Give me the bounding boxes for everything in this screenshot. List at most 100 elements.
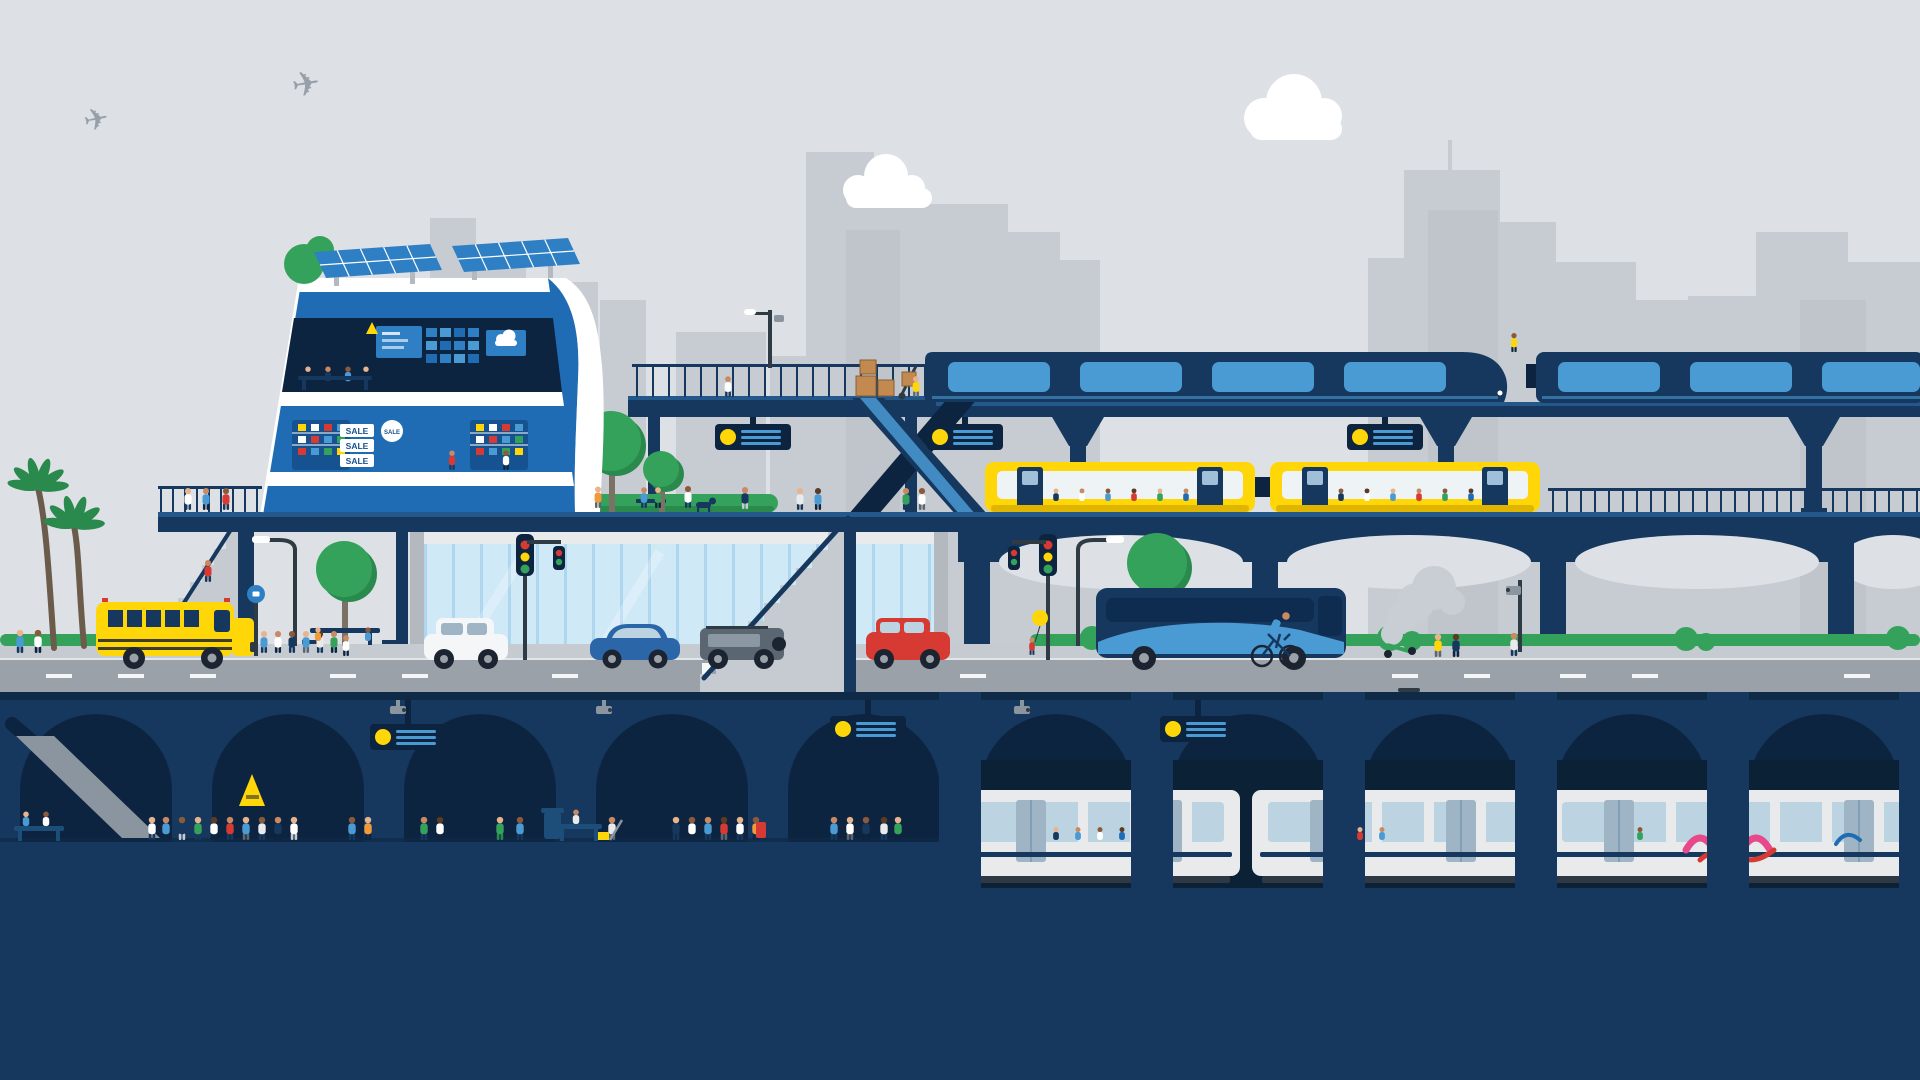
street-lamp	[1076, 536, 1124, 646]
line-indicator-icon	[835, 721, 851, 737]
seated-person-figure	[22, 811, 30, 826]
picnic-people	[314, 627, 372, 656]
subway-car	[1252, 790, 1534, 883]
person-figure	[258, 816, 266, 840]
person-figure	[640, 487, 648, 508]
seated-person-figure	[1357, 827, 1363, 840]
person-figure	[448, 450, 456, 470]
roof-worker	[1510, 332, 1518, 352]
person-figure	[654, 487, 662, 508]
street-lamp	[252, 536, 297, 646]
seated-person-figure	[1468, 488, 1474, 501]
deck-railings	[158, 486, 1920, 512]
person-figure	[194, 816, 202, 840]
person-figure	[902, 488, 910, 510]
platform-people	[724, 376, 920, 397]
person-figure	[348, 816, 356, 840]
person-figure	[202, 488, 210, 510]
sidewalk	[0, 644, 1920, 660]
bush	[1674, 627, 1698, 651]
seated-person-figure	[1637, 827, 1643, 840]
person-figure	[260, 631, 268, 653]
person-figure	[894, 816, 902, 840]
steam-cloud	[1381, 566, 1465, 692]
line-indicator-icon	[720, 429, 736, 445]
info-display-board	[830, 700, 906, 742]
seated-person-figure	[364, 627, 372, 641]
subway-passengers	[1053, 827, 1643, 840]
solar-panels	[314, 238, 580, 286]
cloud	[1244, 74, 1342, 140]
info-display-board	[927, 417, 1003, 450]
seated-person-figure	[1157, 488, 1163, 501]
person-figure	[724, 376, 732, 397]
person-figure	[846, 816, 854, 840]
person-figure	[741, 487, 749, 509]
seated-person-figure	[1338, 488, 1344, 501]
platform-lamp	[744, 309, 784, 368]
subway-arch	[212, 714, 364, 842]
seated-person-figure	[1119, 827, 1125, 840]
platform-edge	[0, 838, 950, 842]
warning-icon	[366, 322, 378, 334]
store-shelves	[292, 420, 528, 470]
person-figure	[516, 816, 524, 840]
person-figure	[796, 488, 804, 510]
bus-stop-crowd	[260, 631, 338, 653]
line-indicator-icon	[375, 729, 391, 745]
rooftop-lawn	[588, 494, 778, 512]
level-displays	[715, 417, 1423, 450]
person-figure	[148, 816, 156, 840]
tunnel-piers	[939, 692, 1920, 888]
street-level	[0, 458, 1920, 692]
station-fascia	[414, 532, 942, 544]
person-figure	[672, 816, 680, 840]
palm-tree	[7, 458, 69, 651]
airplane-icon: ✈	[289, 64, 324, 106]
office-interior	[282, 318, 562, 392]
seated-person-figure	[42, 811, 50, 826]
person-figure	[862, 816, 870, 840]
svg-text:SALE: SALE	[384, 430, 400, 436]
seated-person-figure	[314, 627, 322, 641]
info-display-board	[1160, 700, 1236, 742]
seated-person-figure	[1053, 827, 1059, 840]
line-indicator-icon	[932, 429, 948, 445]
traffic-light	[1008, 534, 1057, 660]
person-figure	[1452, 633, 1460, 657]
security-camera-icon	[596, 700, 612, 714]
coach-bus	[1096, 588, 1346, 670]
luggage	[756, 822, 766, 838]
traffic-lights	[516, 534, 1057, 660]
station-column	[934, 532, 948, 660]
solar-panel-array	[314, 244, 442, 286]
underground-displays	[370, 700, 1236, 750]
person-figure	[364, 816, 372, 840]
info-display-board	[715, 417, 791, 450]
info-display-board	[370, 700, 446, 750]
person-figure	[222, 488, 230, 510]
person-figure	[290, 816, 298, 840]
security-camera-icon	[1506, 586, 1521, 595]
store-shelf	[470, 420, 528, 470]
school-bus	[96, 598, 256, 669]
floor-slab	[267, 472, 574, 486]
wall-cloud-art	[495, 329, 517, 346]
seated-person-figure	[1079, 488, 1085, 501]
person-figure	[918, 488, 926, 510]
solar-panel-array	[452, 238, 580, 280]
cargo-boxes	[855, 359, 895, 397]
person-figure	[162, 816, 170, 840]
underground-escalator	[5, 717, 160, 838]
person-figure	[1029, 637, 1035, 655]
security-cameras	[390, 700, 1030, 714]
seated-person-figure	[1075, 827, 1081, 840]
line-indicator-icon	[1352, 429, 1368, 445]
person-figure	[830, 816, 838, 840]
roof-band	[298, 278, 550, 292]
cloud	[843, 154, 932, 208]
viaduct-pier	[964, 532, 990, 658]
traffic-light	[516, 534, 565, 660]
person-figure	[684, 486, 692, 508]
